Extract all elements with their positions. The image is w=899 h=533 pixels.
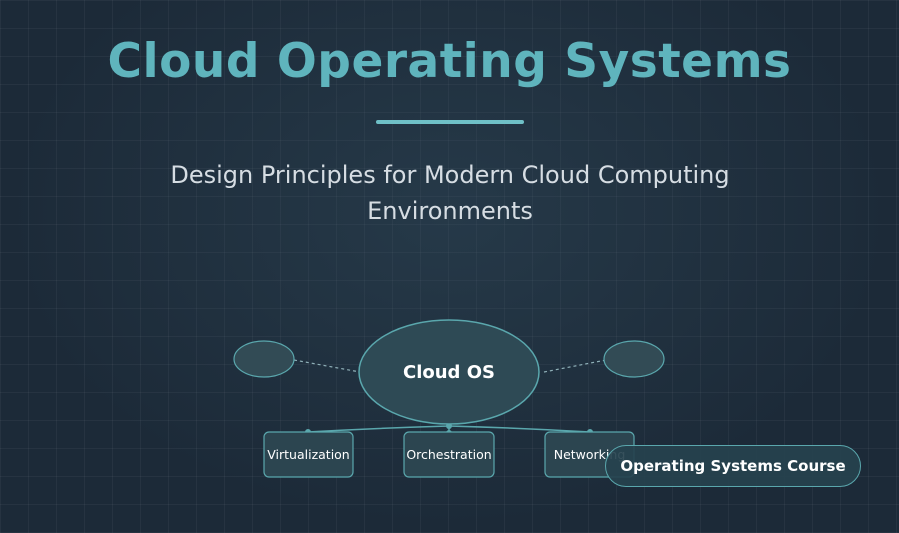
course-badge: Operating Systems Course bbox=[605, 445, 861, 487]
connector-virtualization bbox=[307, 425, 450, 433]
orchestration-node bbox=[403, 431, 495, 478]
virtualization-node bbox=[263, 431, 354, 478]
left-connector bbox=[293, 359, 361, 373]
slide-subtitle: Design Principles for Modern Cloud Compu… bbox=[170, 161, 730, 225]
cloud-os-node bbox=[358, 319, 540, 425]
right-satellite-node bbox=[603, 340, 665, 378]
slide-title: Cloud Operating Systems bbox=[107, 34, 792, 89]
right-connector bbox=[543, 359, 607, 373]
cloud-os-label: Cloud OS bbox=[403, 362, 495, 383]
orchestration-label: Orchestration bbox=[406, 447, 491, 462]
virtualization-label: Virtualization bbox=[267, 447, 349, 462]
left-satellite-node bbox=[233, 340, 295, 378]
title-underline bbox=[376, 120, 524, 124]
connector-networking bbox=[448, 425, 591, 433]
course-badge-label: Operating Systems Course bbox=[620, 457, 846, 475]
